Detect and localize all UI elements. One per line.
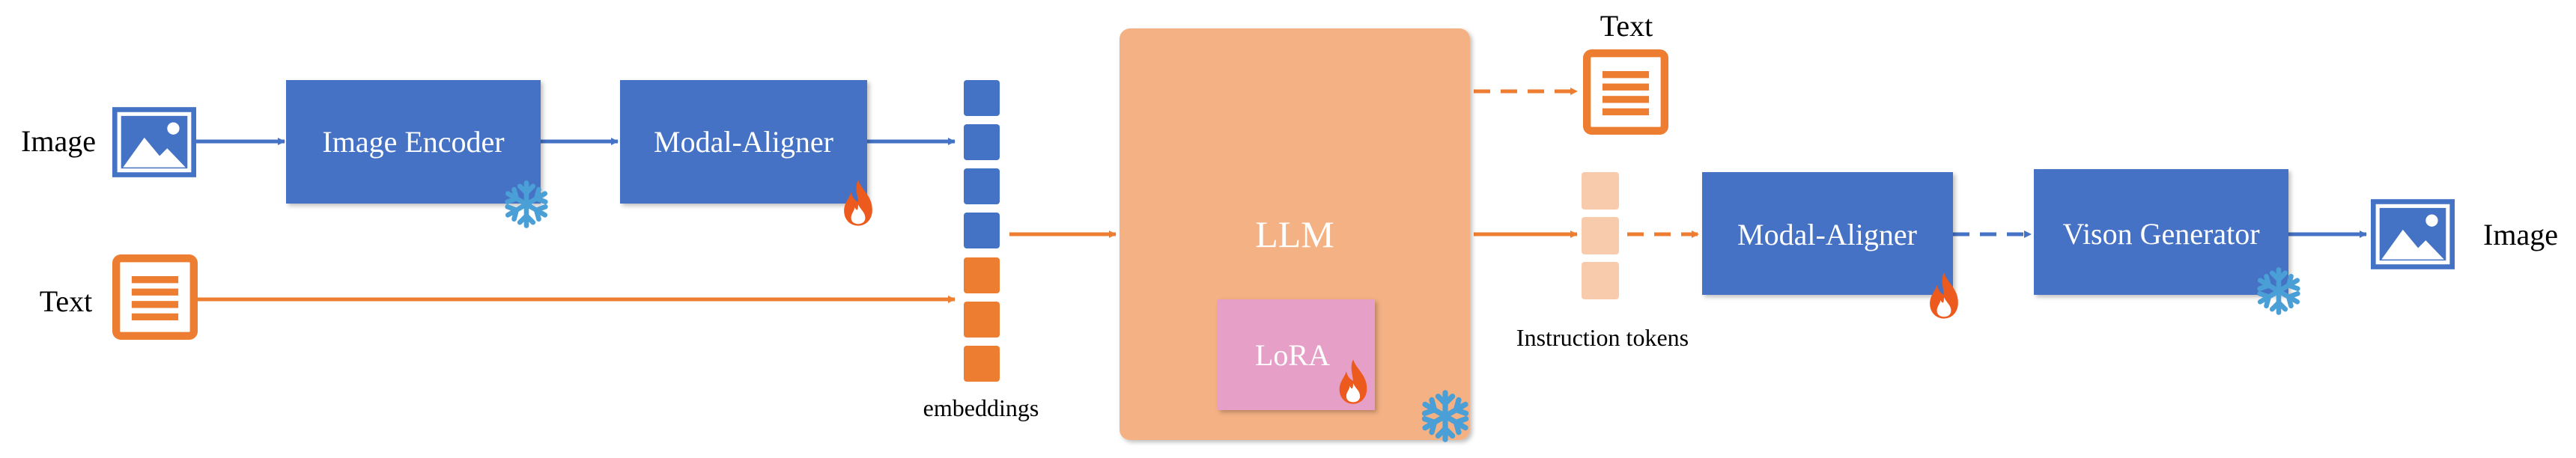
embedding-token [964,302,1000,338]
image-icon [112,107,196,177]
input-text-label: Text [40,284,93,318]
modal-aligner-output-block: Modal-Aligner [1702,172,1958,319]
vision-generator-label: Vison Generator [2062,217,2259,251]
image-icon [2371,199,2455,269]
document-icon [1587,53,1665,131]
image-encoder-block: Image Encoder [286,80,545,226]
embeddings-stack: embeddings [923,80,1039,421]
vision-generator-block: Vison Generator [2034,169,2297,313]
embeddings-label: embeddings [923,394,1039,421]
connectors [196,88,2367,303]
modal-aligner-output-label: Modal-Aligner [1737,218,1917,251]
embedding-token [964,80,1000,116]
lora-label: LoRA [1255,338,1330,372]
instruction-token [1582,217,1619,254]
output-image-label: Image [2483,218,2558,251]
snowflake-icon [508,183,546,225]
embedding-token [964,168,1000,204]
instruction-tokens-label: Instruction tokens [1516,324,1689,351]
image-encoder-label: Image Encoder [322,125,504,159]
embedding-token [964,124,1000,160]
embedding-token [964,346,1000,382]
instruction-token [1582,172,1619,210]
llm-block: LLM LoRA [1120,28,1470,440]
input-image-label: Image [21,124,96,158]
llm-label: LLM [1255,213,1334,255]
document-icon [116,258,194,336]
modal-aligner-input-label: Modal-Aligner [654,125,833,159]
output-text-label: Text [1600,9,1653,43]
instruction-token [1582,262,1619,299]
embedding-token [964,213,1000,248]
modal-aligner-input-block: Modal-Aligner [620,80,872,226]
embedding-token [964,257,1000,293]
instruction-tokens-stack: Instruction tokens [1516,172,1689,351]
